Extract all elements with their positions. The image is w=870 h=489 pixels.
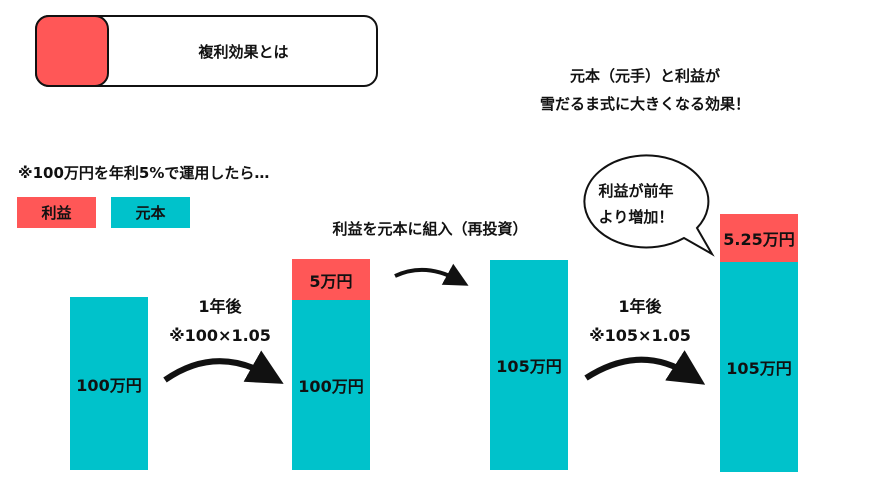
step-1-line-2: ※100×1.05 [169, 326, 271, 345]
reinvest-label: 利益を元本に組入（再投資） [332, 220, 528, 238]
speech-bubble-icon [583, 154, 715, 257]
legend-profit: 利益 [17, 197, 96, 228]
step-1-line-1: 1年後 [198, 297, 242, 316]
bar-1-principal: 100万円 [70, 297, 148, 470]
headline-line-2: 雪だるま式に大きくなる効果！ [539, 95, 750, 113]
headline-line-1: 元本（元手）と利益が [569, 67, 720, 85]
bar-2-profit: 5万円 [292, 259, 370, 300]
arrow-year-1-icon [163, 350, 284, 384]
step-2-label: 1年後 ※105×1.05 [580, 292, 700, 350]
title-accent-block [35, 15, 109, 87]
step-1-label: 1年後 ※100×1.05 [160, 292, 280, 350]
bar-4-principal: 105万円 [720, 262, 798, 472]
arrow-reinvest-icon [394, 263, 469, 286]
bar-2-principal: 100万円 [292, 300, 370, 470]
bubble-line-2: より増加！ [598, 208, 674, 226]
step-2-line-1: 1年後 [618, 297, 662, 316]
headline: 元本（元手）と利益が 雪だるま式に大きくなる効果！ [480, 62, 810, 118]
bubble-line-1: 利益が前年 [598, 182, 674, 200]
bar-4-profit: 5.25万円 [720, 214, 798, 262]
speech-bubble-text: 利益が前年 より増加！ [580, 178, 692, 230]
step-2-line-2: ※105×1.05 [589, 326, 691, 345]
condition-text: ※100万円を年利5%で運用したら… [18, 164, 270, 182]
arrow-year-2-icon [584, 350, 706, 385]
bar-3-principal: 105万円 [490, 260, 568, 470]
page-title: 複利効果とは [198, 42, 289, 61]
legend-principal: 元本 [111, 197, 190, 228]
